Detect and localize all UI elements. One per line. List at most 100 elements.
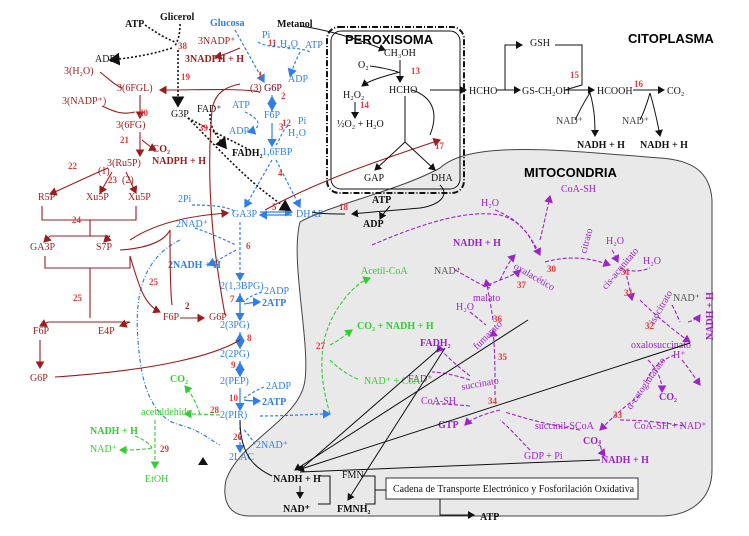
etoh-label: EtOH — [145, 474, 168, 485]
g6p-pentose-label: G6P — [209, 312, 227, 323]
cytoplasm-labels: HCHO GSH GS-CH₂OH HCOOH CO₂ NAD⁺ NAD⁺ NA… — [469, 38, 688, 151]
g6p3-label: (3) G6P — [250, 83, 282, 94]
nad2b-label: 2NAD⁺ — [256, 440, 288, 451]
step-37: 37 — [517, 280, 527, 290]
mito-h2o3-label: H₂O — [643, 256, 661, 267]
etc-box — [385, 477, 639, 500]
step-31b: 31 — [624, 288, 634, 298]
acetil-coa-label: Acetil-CoA — [361, 266, 408, 277]
etc-nad-label: NAD⁺ — [283, 504, 310, 515]
step-12: 12 — [282, 118, 292, 128]
glycolysis-labels: Glucosa Pi H₂O ATP ADP G6P ATP F6P Pi AD… — [168, 18, 324, 463]
nad-eth-label: NAD⁺ — [90, 444, 117, 455]
o2-label: O₂ — [358, 60, 369, 71]
nadcoa-label: NAD⁺ + CoA — [364, 376, 421, 387]
glicerol-label: Glicerol — [160, 12, 194, 23]
glycolysis-arrows — [136, 29, 332, 454]
hcho-perox-label: HCHO — [389, 85, 417, 96]
g6p-label: G6P — [264, 83, 282, 94]
f6p2-label: F6P — [163, 312, 180, 323]
gtp-label: GTP — [438, 420, 459, 431]
atp2-label-2: 2ATP — [262, 397, 286, 408]
step-19: 19 — [181, 72, 191, 82]
step-18: 18 — [339, 202, 349, 212]
h2o3-label: 3(H₂O) — [64, 66, 94, 77]
step-16: 16 — [634, 79, 644, 89]
atp-label-2: ATP — [232, 100, 250, 111]
glucosa-label: Glucosa — [210, 18, 244, 29]
glycerol-arrows — [108, 23, 292, 211]
step-20: 20 — [139, 108, 149, 118]
atp-glycerol-label: ATP — [125, 19, 144, 30]
step-2: 2 — [281, 91, 286, 101]
step-5: 5 — [272, 202, 277, 212]
f6p-label: F6P — [264, 110, 281, 121]
step-6: 6 — [246, 241, 251, 251]
step-9: 9 — [231, 360, 236, 370]
step-26: 26 — [233, 432, 243, 442]
malato-label: malato — [473, 293, 500, 304]
etc-nadh-label: NADH + H — [273, 474, 321, 485]
step-10: 10 — [229, 393, 239, 403]
co2-eth-label: CO₂ — [170, 374, 188, 385]
h2o-label: H₂O — [280, 39, 298, 50]
gdp-label: GDP + Pi — [524, 451, 563, 462]
nadh-cyto-label-2: NADH + H — [640, 140, 688, 151]
krebs-arrows — [371, 194, 701, 457]
adp-glycerol-label: ADP — [95, 54, 115, 65]
step-25a: 25 — [73, 293, 83, 303]
mito-nad-label: NAD⁺ — [434, 266, 461, 277]
step-27: 27 — [316, 341, 326, 351]
step-24: 24 — [72, 215, 82, 225]
acetal-label: acetaldehido — [141, 407, 192, 418]
mito-co2b-label: CO₂ — [583, 436, 601, 447]
mito-nadh3-label: NADH + H — [601, 455, 649, 466]
step-17: 17 — [435, 141, 445, 151]
step-36: 36 — [493, 314, 503, 324]
s7p-label: S7P — [96, 242, 113, 253]
hcho-cyto-label: HCHO — [469, 86, 497, 97]
fgl6-label: 3(6FGL) — [117, 83, 153, 94]
co2-pentose-label: CO₂ — [152, 144, 170, 155]
ga3p-label: GA3P — [232, 209, 257, 220]
bpg-label: 2(1,3BPG) — [220, 281, 264, 292]
step-30: 30 — [547, 264, 557, 274]
xu5p-label: Xu5P — [86, 192, 109, 203]
g3p-label: G3P — [171, 109, 189, 120]
nadh-cyto-label-1: NADH + H — [577, 140, 625, 151]
pi-label-2: Pi — [298, 116, 307, 127]
step-23: 23 — [108, 175, 118, 185]
step-34: 34 — [488, 396, 498, 406]
atp-perox-label: ATP — [372, 195, 391, 206]
pi2-label: 2Pi — [178, 194, 192, 205]
nadp3-label: 3NADP⁺ — [198, 36, 236, 47]
succoa-label: succinil-SCoA — [535, 421, 595, 432]
h2o-label-2: H₂O — [288, 128, 306, 139]
c1-label: (1) — [98, 166, 110, 177]
adp-label-1: ADP — [288, 74, 308, 85]
step-14: 14 — [360, 100, 370, 110]
etc-atp-label: ATP — [480, 512, 499, 523]
gap-label: GAP — [364, 173, 384, 184]
atp2-label-1: 2ATP — [262, 298, 286, 309]
peroxisome-arrows — [299, 25, 445, 220]
coash-label: CoA-SH — [561, 184, 596, 195]
nad-cyto-label-2: NAD⁺ — [622, 116, 649, 127]
mitochondria-label: MITOCONDRIA — [524, 165, 618, 180]
step-3: 3 — [279, 122, 284, 132]
etc-labels: NADH + H FMN NAD⁺ FMNH₂ ATP — [273, 470, 499, 523]
dha-label: DHA — [431, 173, 453, 184]
adp2-label-2: 2ADP — [266, 381, 291, 392]
pir-label: 2(PIR) — [220, 410, 247, 421]
e4p-label: E4P — [98, 326, 115, 337]
nad2-label: 2NAD⁺ — [176, 219, 208, 230]
nadph-label: NADPH + H — [152, 156, 206, 167]
step-32: 32 — [645, 321, 655, 331]
adp-perox-label: ADP — [363, 219, 384, 230]
pep-label: 2(PEP) — [220, 376, 249, 387]
ga3p-pentose-label: GA3P — [30, 242, 55, 253]
step-7: 7 — [230, 294, 235, 304]
xu5p2-label: Xu5P — [128, 192, 151, 203]
fmnh2-label: FMNH₂ — [337, 504, 371, 515]
